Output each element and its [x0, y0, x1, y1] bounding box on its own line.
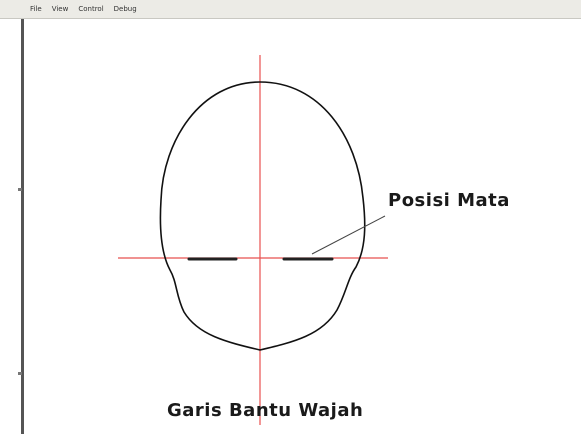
menu-debug[interactable]: Debug	[114, 5, 137, 13]
face-guide-label: Garis Bantu Wajah	[167, 400, 363, 421]
ruler-tick	[18, 188, 22, 191]
ruler-tick	[18, 372, 22, 375]
eye-position-label: Posisi Mata	[388, 190, 510, 211]
stage-canvas[interactable]: Posisi Mata Garis Bantu Wajah	[26, 20, 581, 434]
menu-file[interactable]: File	[30, 5, 42, 13]
menu-view[interactable]: View	[52, 5, 69, 13]
menu-control[interactable]: Control	[78, 5, 103, 13]
face-drawing: Posisi Mata Garis Bantu Wajah	[26, 20, 581, 434]
eye-label-pointer	[312, 216, 385, 254]
menu-bar: File View Control Debug	[0, 0, 581, 19]
head-outline	[160, 82, 364, 350]
